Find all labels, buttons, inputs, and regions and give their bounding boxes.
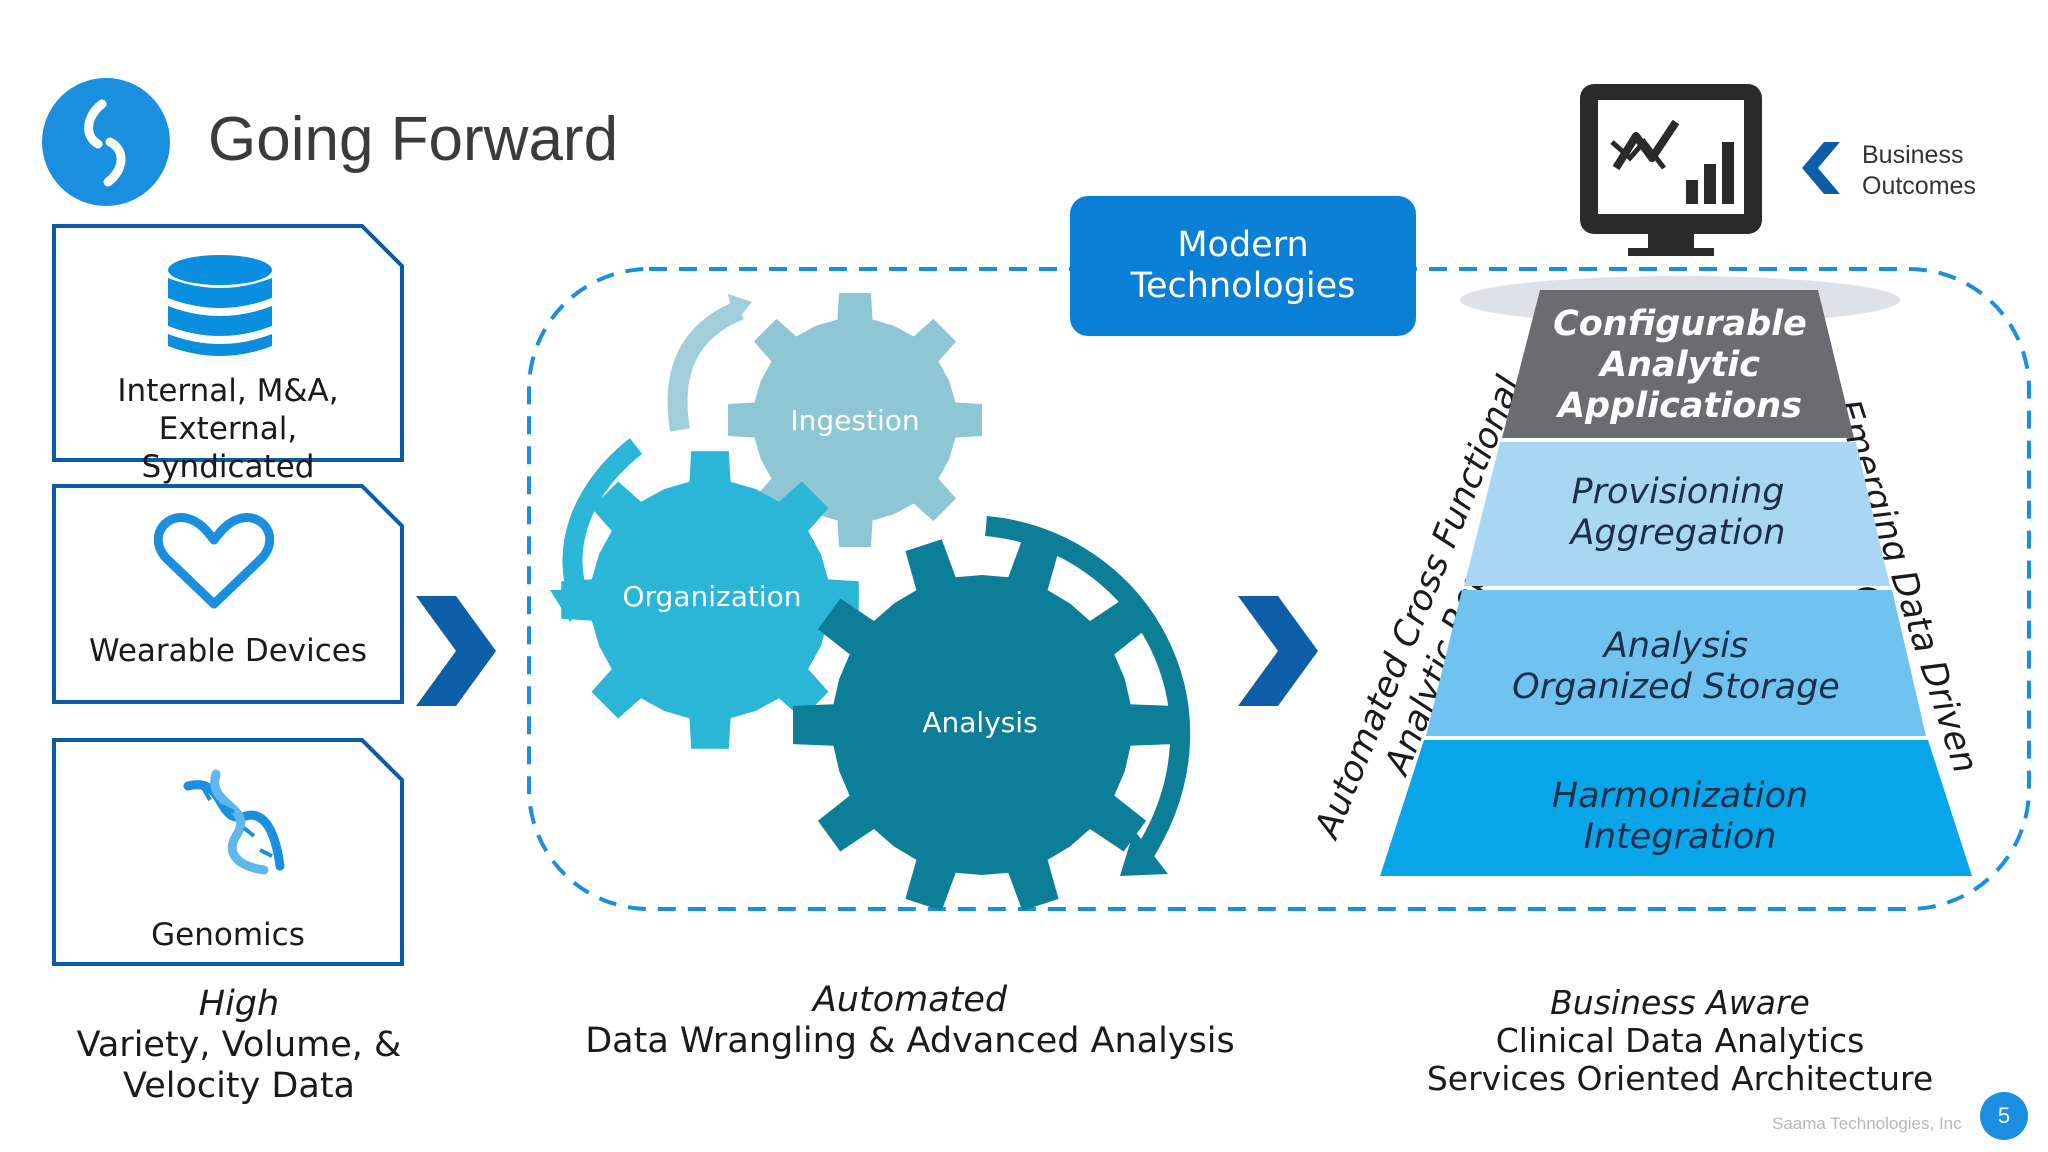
business-outcomes-line-2: Outcomes bbox=[1862, 172, 1976, 200]
gear-ingestion bbox=[728, 293, 982, 547]
monitor-analytics-icon bbox=[1580, 84, 1762, 256]
caption-line: Services Oriented Architecture bbox=[1426, 1059, 1934, 1098]
business-outcomes-line-1: Business bbox=[1862, 141, 1964, 169]
caption-emphasis: Automated bbox=[812, 980, 1008, 1020]
company-logo bbox=[42, 78, 170, 206]
pyramid-line: Harmonization bbox=[1551, 776, 1809, 816]
pyramid-text-harmonization: Harmonization Integration bbox=[1480, 776, 1880, 858]
caption-emphasis: High bbox=[198, 984, 280, 1024]
caption-line: Variety, Volume, & bbox=[76, 1025, 402, 1065]
pyramid-line: Analytic bbox=[1600, 345, 1760, 385]
pyramid-layer-applications bbox=[1502, 290, 1854, 438]
cycle-arrow-ingestion bbox=[667, 300, 744, 432]
gear-label-analysis: Analysis bbox=[922, 706, 1038, 739]
caption-middle: Automated Data Wrangling & Advanced Anal… bbox=[560, 980, 1260, 1062]
gear-label-ingestion: Ingestion bbox=[790, 404, 920, 437]
pyramid-text-provisioning: Provisioning Aggregation bbox=[1520, 472, 1836, 554]
gear-organization bbox=[561, 451, 859, 749]
source-card-genomics: Genomics bbox=[52, 738, 404, 966]
footer-company: Saama Technologies, Inc bbox=[1772, 1114, 1962, 1133]
gears-diagram bbox=[550, 293, 1191, 910]
pyramid bbox=[1380, 276, 1972, 876]
gear-analysis bbox=[793, 539, 1171, 910]
cycle-arrow-analysis bbox=[985, 516, 1191, 866]
pyramid-line: Applications bbox=[1557, 386, 1803, 426]
source-card-wearable: Wearable Devices bbox=[52, 484, 404, 704]
pyramid-line: Configurable bbox=[1553, 304, 1807, 344]
modern-technologies-box: Modern Technologies bbox=[1070, 196, 1416, 336]
modern-box-line-1: Modern bbox=[1177, 225, 1309, 265]
dna-icon bbox=[183, 769, 285, 875]
card-frame bbox=[52, 224, 404, 462]
modern-box-line-2: Technologies bbox=[1130, 266, 1356, 306]
caption-emphasis: Business Aware bbox=[1550, 983, 1810, 1022]
page-title: Going Forward bbox=[208, 105, 619, 174]
card-frame bbox=[52, 738, 404, 966]
pyramid-layer-analysis bbox=[1426, 590, 1926, 736]
pyramid-line: Integration bbox=[1583, 817, 1777, 857]
gear-label-organization: Organization bbox=[622, 580, 802, 613]
pyramid-line: Aggregation bbox=[1570, 513, 1786, 553]
source-label: Genomics bbox=[151, 917, 305, 953]
source-label-line-3: Syndicated bbox=[141, 449, 315, 485]
caption-right: Business Aware Clinical Data Analytics S… bbox=[1400, 984, 1960, 1098]
caption-left: High Variety, Volume, & Velocity Data bbox=[54, 984, 424, 1107]
pyramid-line: Organized Storage bbox=[1512, 667, 1840, 707]
pyramid-line: Provisioning bbox=[1571, 472, 1785, 512]
source-card-internal: Internal, M&A, External, Syndicated bbox=[52, 224, 404, 485]
database-icon bbox=[168, 255, 272, 356]
caption-line: Data Wrangling & Advanced Analysis bbox=[585, 1021, 1235, 1061]
page-number-badge: 5 bbox=[1980, 1092, 2028, 1140]
source-label: Wearable Devices bbox=[88, 633, 368, 669]
pyramid-line: Analysis bbox=[1603, 626, 1749, 666]
source-label-line-1: Internal, M&A, bbox=[117, 373, 339, 409]
pyramid-layer-harmonization bbox=[1380, 740, 1972, 876]
source-label-line-2: External, bbox=[158, 411, 298, 447]
chevron-right-icon bbox=[1238, 596, 1318, 706]
pyramid-text-applications: Configurable Analytic Applications bbox=[1540, 304, 1820, 427]
gear-organization-shape bbox=[561, 451, 859, 749]
pyramid-text-analysis: Analysis Organized Storage bbox=[1476, 626, 1876, 708]
chevron-right-icon bbox=[416, 596, 496, 706]
gear-analysis-shape bbox=[793, 539, 1171, 910]
chevron-left-icon bbox=[1802, 142, 1840, 194]
gear-ingestion-shape bbox=[728, 293, 982, 547]
pyramid-layer-provisioning bbox=[1464, 442, 1890, 586]
caption-line: Velocity Data bbox=[123, 1066, 355, 1106]
business-outcomes-label: Business Outcomes bbox=[1862, 140, 1976, 202]
heart-icon bbox=[154, 513, 274, 609]
caption-line: Clinical Data Analytics bbox=[1495, 1021, 1865, 1060]
